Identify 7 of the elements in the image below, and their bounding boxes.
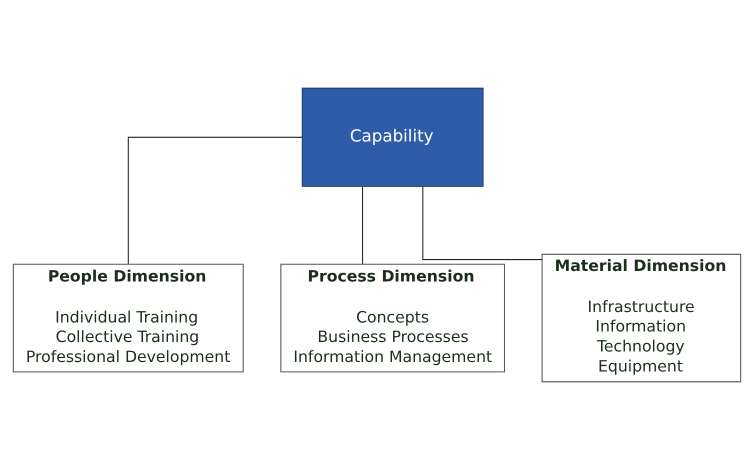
node-box: People Dimension Individual Training Collective Training Professional Development: [12, 264, 244, 372]
node-box: Material Dimension Infrastructure Information Technology Equipment: [542, 254, 742, 382]
node-box: Capability: [302, 88, 484, 187]
connector: [422, 186, 542, 260]
node-box: Process Dimension Concepts Business Processes Information Management: [280, 264, 506, 372]
connector: [128, 136, 302, 264]
connector: [362, 186, 364, 264]
